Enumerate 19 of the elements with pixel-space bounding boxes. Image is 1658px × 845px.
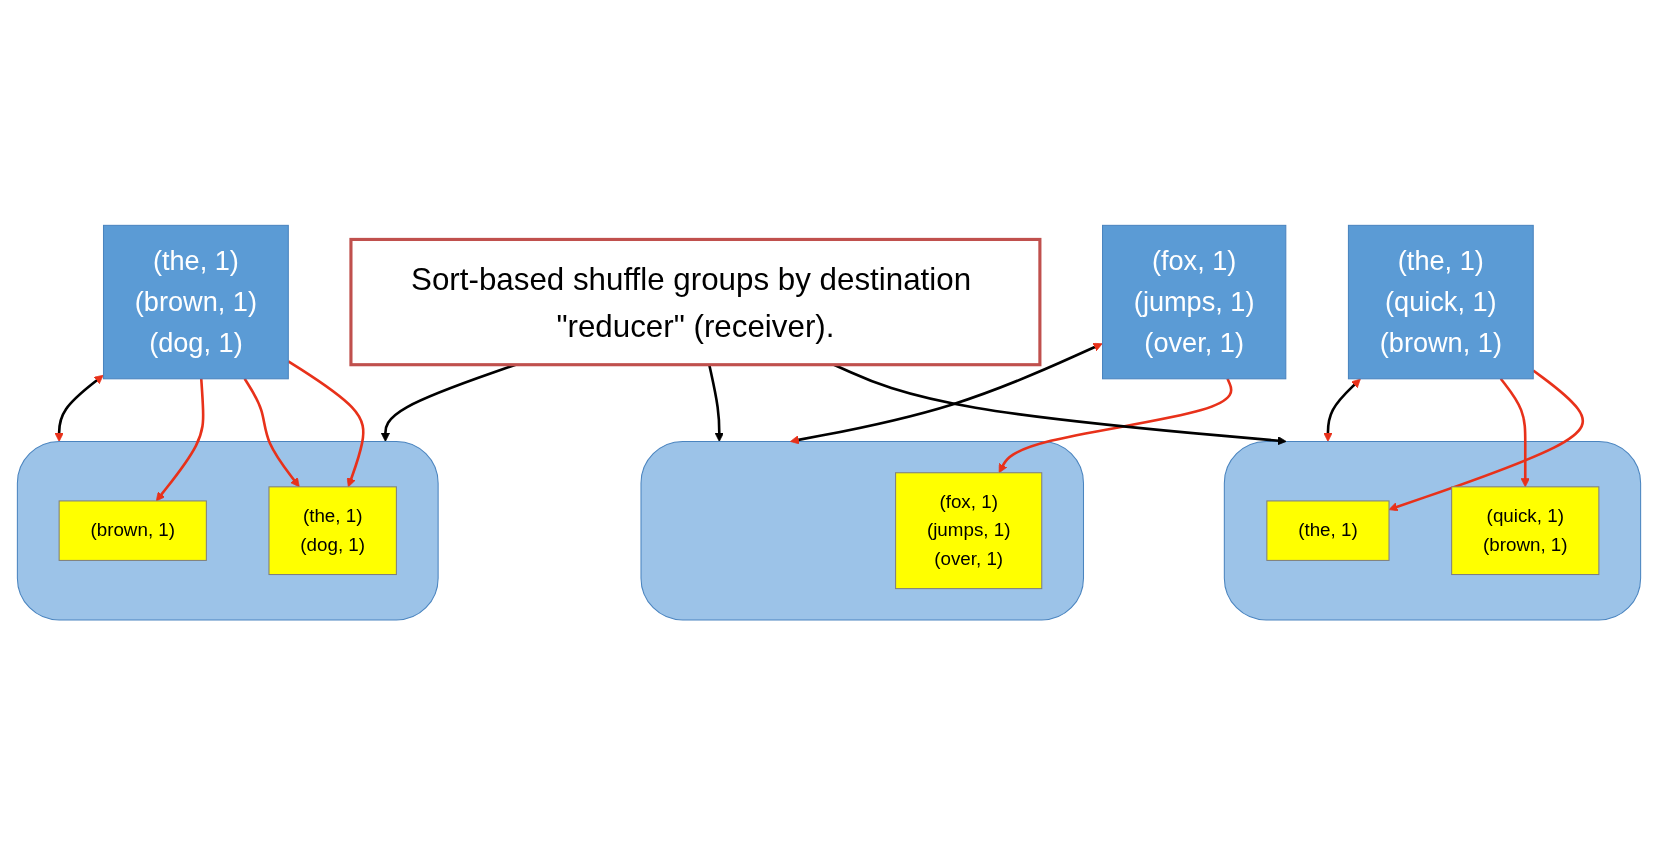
arrow	[1323, 378, 1361, 442]
node-box: Sort-based shuffle groups by destination "reducer" (receiver).	[349, 237, 1042, 367]
arrow	[155, 378, 205, 502]
node-box: (the, 1) (brown, 1) (dog, 1)	[103, 224, 289, 380]
cluster	[16, 440, 439, 621]
arrow	[1499, 377, 1530, 488]
node-box: (the, 1) (quick, 1) (brown, 1)	[1347, 224, 1534, 380]
node-box: (fox, 1) (jumps, 1) (over, 1)	[895, 472, 1043, 589]
node-box: (brown, 1)	[58, 500, 207, 561]
cluster	[1223, 440, 1642, 621]
arrow	[790, 342, 1103, 445]
node-box: (quick, 1) (brown, 1)	[1451, 486, 1600, 575]
arrow	[54, 374, 104, 442]
arrow	[708, 364, 724, 442]
node-box: (the, 1) (dog, 1)	[268, 486, 397, 575]
node-box: (the, 1)	[1266, 500, 1390, 561]
arrow	[243, 377, 300, 488]
cluster	[640, 440, 1084, 621]
node-box: (fox, 1) (jumps, 1) (over, 1)	[1102, 224, 1287, 380]
